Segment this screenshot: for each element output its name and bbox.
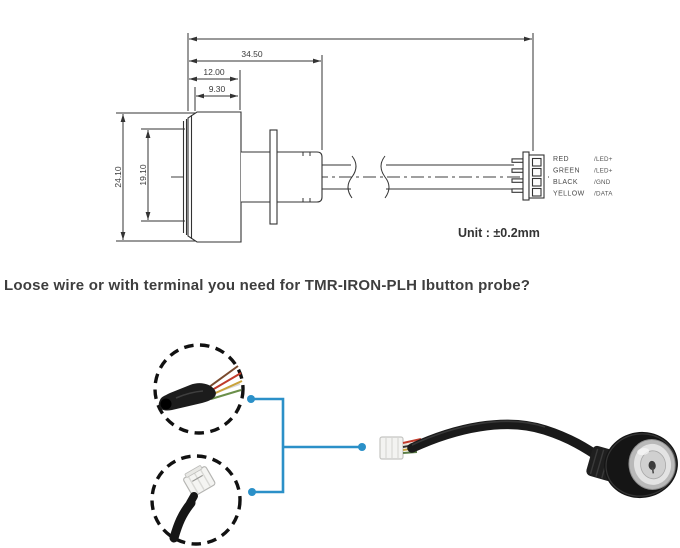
- callout-circle-terminal: [150, 454, 242, 546]
- wire-signal-yellow: /DATA: [594, 191, 613, 198]
- photo-cable: [407, 419, 607, 464]
- probe-product-photo: [379, 419, 678, 499]
- flange-plate: [269, 129, 278, 225]
- extension-lines: [116, 33, 534, 242]
- terminal-connector-photo: [169, 465, 216, 543]
- dim-outer-diameter-label: 24.10: [113, 166, 123, 188]
- dimension-arrowheads: [120, 36, 532, 240]
- product-callout-figure: [150, 343, 678, 546]
- dim-overall-length-label: 34.50: [241, 49, 263, 59]
- dim-rim-length-label: 9.30: [209, 84, 226, 94]
- wire-signal-green: /LED+: [594, 168, 613, 175]
- wire-name-red: RED: [553, 156, 569, 163]
- question-heading: Loose wire or with terminal you need for…: [4, 277, 531, 294]
- probe-head-outline: [182, 111, 242, 243]
- callout-leader-dots: [247, 395, 366, 496]
- photo-terminal-connector: [379, 436, 404, 460]
- wire-name-green: GREEN: [553, 168, 580, 175]
- callout-circle-loose-wire: [153, 343, 245, 435]
- loose-wire-photo: [158, 365, 243, 411]
- dim-inner-diameter-label: 19.10: [138, 164, 148, 186]
- callout-leader-lines: [251, 397, 362, 494]
- cable-lines: [322, 155, 514, 199]
- probe-shaft-outline: [241, 151, 323, 203]
- dimension-lines: [122, 38, 532, 240]
- unit-tolerance-note: Unit : ±0.2mm: [458, 226, 540, 240]
- wire-name-yellow: YELLOW: [553, 191, 585, 198]
- wire-signal-red: /LED+: [594, 156, 613, 163]
- wire-signal-black: /GND: [594, 179, 611, 186]
- wire-legend: RED /LED+ GREEN /LED+ BLACK /GND YELLOW …: [553, 156, 613, 198]
- dim-head-length-label: 12.00: [203, 67, 225, 77]
- photo-probe-head: [604, 431, 678, 499]
- connector-outline: [511, 151, 545, 201]
- wire-name-black: BLACK: [553, 179, 578, 186]
- probe-dimension-drawing: 34.50 12.00 9.30 24.10 19.10 RED /LED+ G…: [113, 33, 613, 243]
